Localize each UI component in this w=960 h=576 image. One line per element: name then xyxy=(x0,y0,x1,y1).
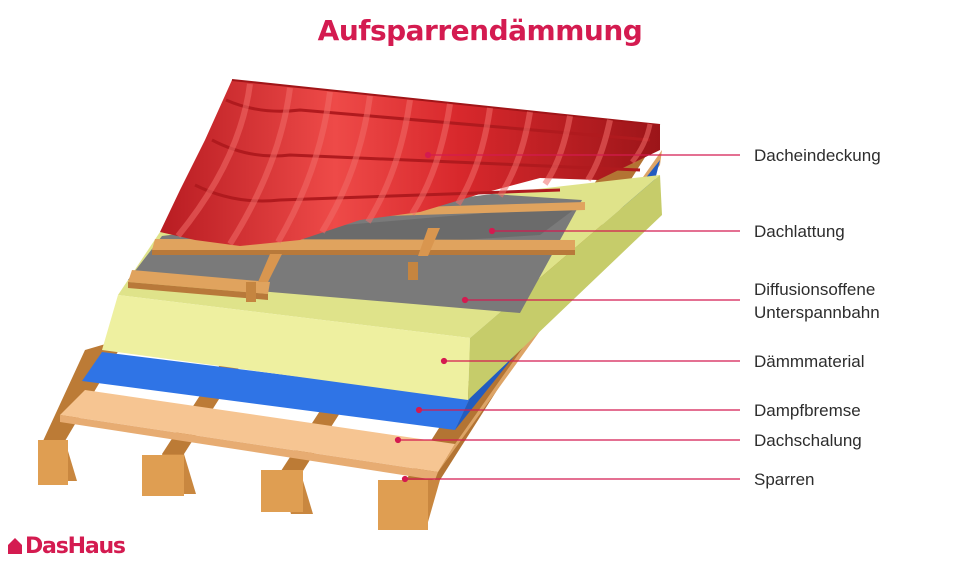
logo-text: DasHaus xyxy=(25,534,125,559)
label-dachschalung: Dachschalung xyxy=(754,429,862,452)
house-icon xyxy=(8,538,22,554)
label-sparren: Sparren xyxy=(754,468,814,491)
label-unterspannbahn-line2: Unterspannbahn xyxy=(754,301,880,324)
label-daemmmaterial: Dämmmaterial xyxy=(754,350,865,373)
label-dachlattung: Dachlattung xyxy=(754,220,845,243)
label-unterspannbahn: Diffusionsoffene Unterspannbahn xyxy=(754,278,880,324)
brand-logo: DasHaus xyxy=(8,531,125,561)
label-dampfbremse: Dampfbremse xyxy=(754,399,861,422)
label-dacheindeckung: Dacheindeckung xyxy=(754,144,881,167)
label-unterspannbahn-line1: Diffusionsoffene xyxy=(754,278,880,301)
